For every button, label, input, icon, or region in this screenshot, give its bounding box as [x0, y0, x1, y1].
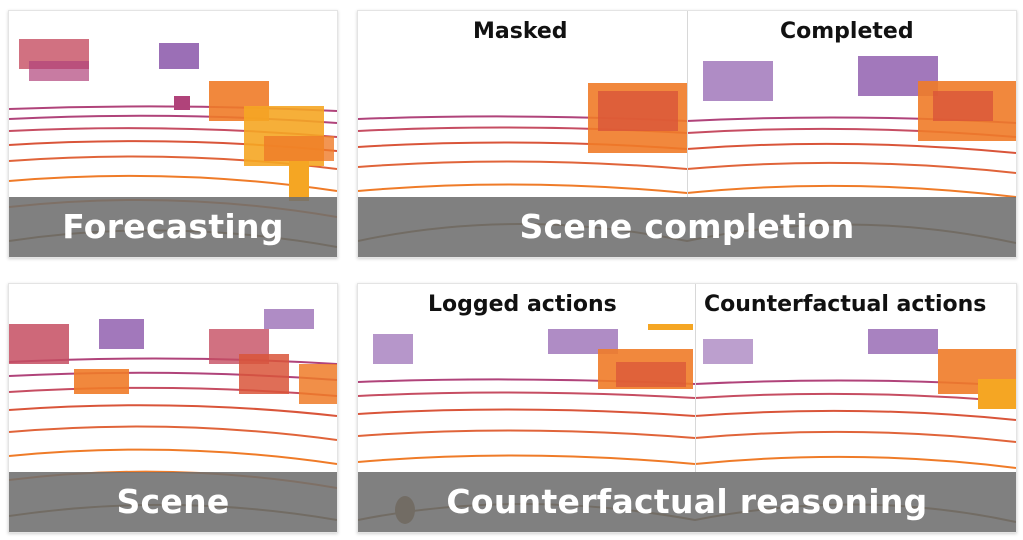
- point-clusters: [588, 56, 1016, 153]
- caption-band: [358, 197, 1016, 257]
- caption-band: [358, 472, 1016, 532]
- point-clusters: [9, 309, 337, 404]
- split-divider: [687, 11, 688, 197]
- point-clusters: [19, 39, 334, 201]
- caption-scene-generation: Scene generation: [116, 482, 230, 521]
- caption-band: [9, 197, 337, 257]
- panel-forecasting: Forecasting: [8, 10, 338, 258]
- label-logged-actions: Logged actions: [428, 292, 617, 317]
- panel-scene-completion: Masked Completed Scene completion: [357, 10, 1017, 258]
- caption-forecasting: Forecasting: [62, 207, 284, 246]
- label-counterfactual-actions: Counterfactual actions: [704, 292, 987, 317]
- panel-scene-generation: Scene generation: [8, 283, 338, 533]
- panel-counterfactual-reasoning: Logged actions Counterfactual actions Co…: [357, 283, 1017, 533]
- label-completed: Completed: [780, 19, 914, 44]
- label-masked: Masked: [473, 19, 568, 44]
- caption-band: [9, 472, 337, 532]
- split-divider: [695, 284, 696, 472]
- caption-counterfactual-reasoning: Counterfactual reasoning: [446, 482, 928, 521]
- caption-scene-completion: Scene completion: [519, 207, 855, 246]
- lidar-scene-forecasting: [9, 39, 337, 248]
